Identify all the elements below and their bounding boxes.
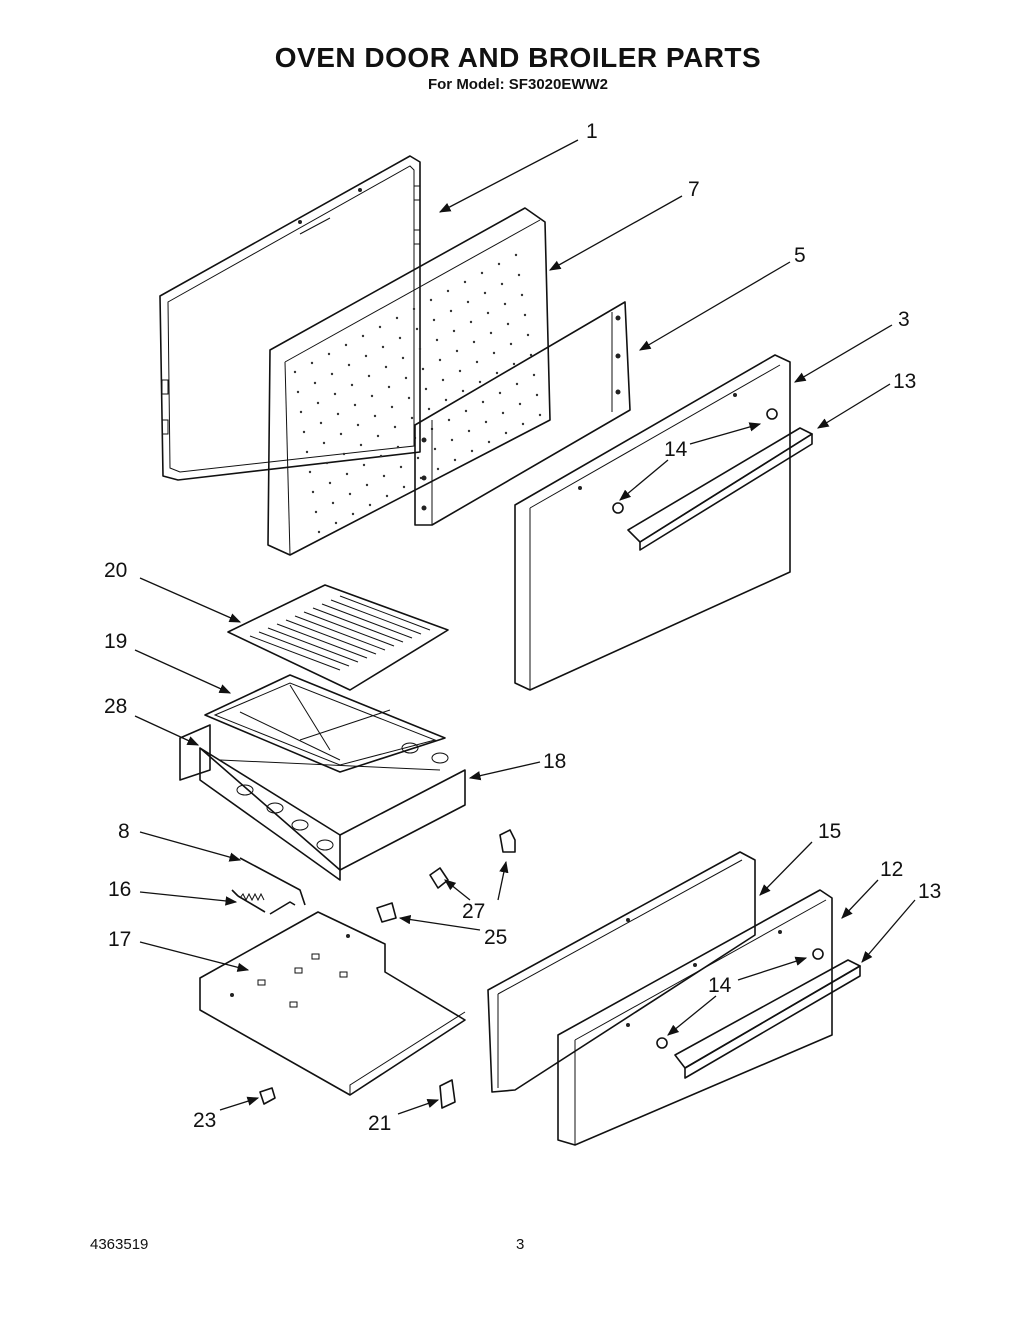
insulation-part [267,207,551,556]
callout-labels: 1 7 5 3 13 14 20 19 28 18 8 16 17 27 25 … [104,120,941,1135]
callout-16: 16 [108,878,131,901]
page-title: OVEN DOOR AND BROILER PARTS [274,42,762,73]
callout-13-upper: 13 [893,370,916,393]
lower-door-handle-part [656,948,861,1079]
callout-21: 21 [368,1112,391,1135]
upper-door-handle-part [612,408,813,551]
callout-7: 7 [688,178,700,201]
lower-door-frame-part [487,851,756,1093]
leader-lines [134,139,916,1115]
callout-13-lower: 13 [918,880,941,903]
callout-1: 1 [586,120,598,143]
page-number: 3 [516,1236,525,1253]
broiler-grid-part [227,584,449,691]
glass-panel-part [414,301,631,526]
broiler-pan-part [204,674,446,773]
outer-door-part [514,354,791,691]
callout-27: 27 [462,900,485,923]
callout-28: 28 [104,695,127,718]
callout-15: 15 [818,820,841,843]
spring-part [231,889,296,915]
door-frame-part [159,155,421,481]
model-subtitle: For Model: SF3020EWW2 [427,76,609,93]
callout-14-lower: 14 [708,974,732,997]
lower-outer-door-part [557,889,833,1146]
callout-17: 17 [108,928,131,951]
callout-20: 20 [104,559,127,582]
broiler-slide-part [199,911,466,1096]
callout-19: 19 [104,630,127,653]
callout-8: 8 [118,820,130,843]
document-number: 4363519 [90,1236,149,1253]
callout-14-upper: 14 [664,438,688,461]
callout-18: 18 [543,750,566,773]
callout-12: 12 [880,858,903,881]
callout-3: 3 [898,308,910,331]
wire-part [239,857,306,906]
callout-23: 23 [193,1109,216,1132]
callout-25: 25 [484,926,507,949]
callout-5: 5 [794,244,806,267]
broiler-drawer-part [179,724,466,881]
